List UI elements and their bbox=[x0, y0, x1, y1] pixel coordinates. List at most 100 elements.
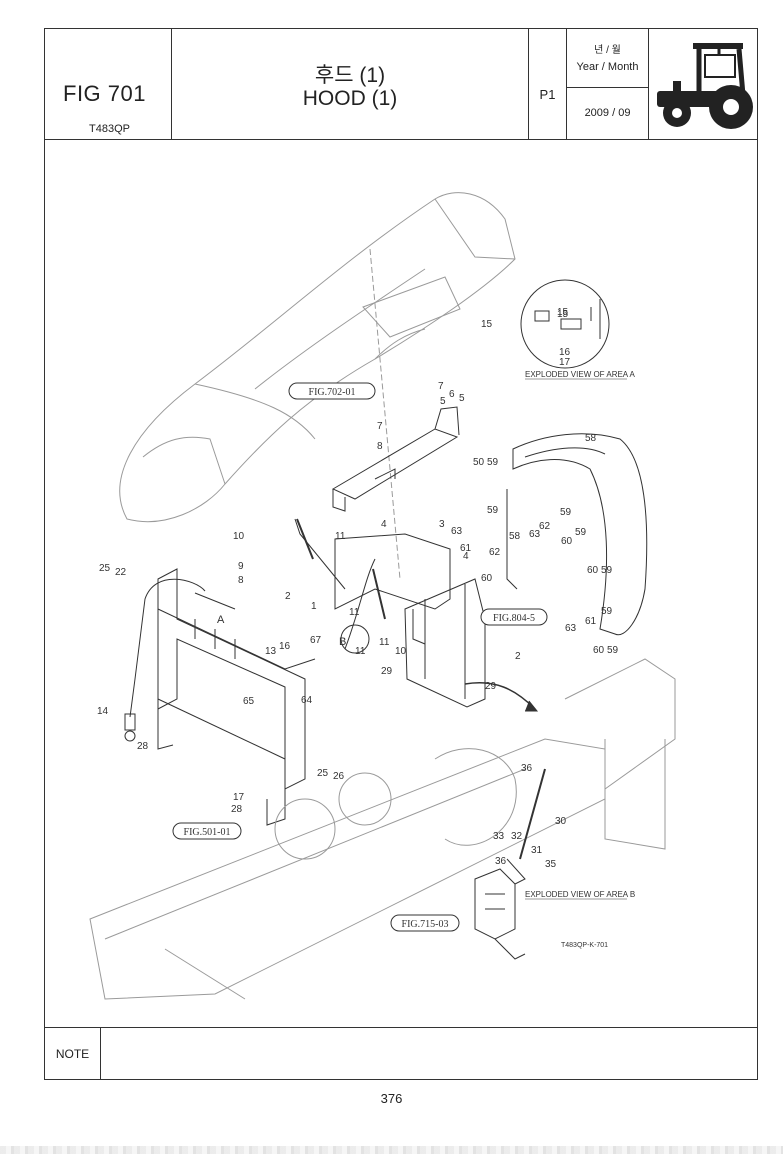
callout: 8 bbox=[377, 441, 383, 452]
callout: 63 bbox=[565, 623, 577, 634]
page-number: 376 bbox=[380, 1091, 403, 1106]
callout: 15 bbox=[481, 319, 493, 330]
callout: 62 bbox=[489, 547, 501, 558]
callout: 28 bbox=[137, 741, 149, 752]
callout: 61 bbox=[460, 543, 472, 554]
callout: 59 bbox=[601, 606, 613, 617]
callout: 63 bbox=[451, 526, 463, 537]
year-month-korean: 년 / 월 bbox=[594, 45, 621, 56]
callout: 32 bbox=[511, 831, 523, 842]
title-english: HOOD (1) bbox=[302, 87, 398, 110]
exploded-parts-drawing: 7 5 6 5 8 7 10 11 4 3 4 9 8 2 1 11 11 11… bbox=[45, 139, 757, 1027]
fig-cell: FIG 701 T483QP bbox=[45, 29, 172, 139]
callout: 60 bbox=[481, 573, 493, 584]
callout: 62 bbox=[539, 521, 551, 532]
title-korean: 후드 (1) bbox=[314, 64, 386, 87]
callout-labels: 7 5 6 5 8 7 10 11 4 3 4 9 8 2 1 11 11 11… bbox=[97, 309, 619, 870]
support-bracket bbox=[404, 578, 486, 708]
page-code-cell: P1 bbox=[529, 29, 567, 139]
area-b-arrow bbox=[464, 682, 536, 710]
callout: 29 bbox=[485, 681, 497, 692]
callout: 14 bbox=[97, 706, 109, 717]
callout: 5 bbox=[440, 396, 446, 407]
callout: 50 bbox=[473, 457, 485, 468]
callout: 7 bbox=[438, 381, 444, 392]
callout: 25 bbox=[99, 563, 111, 574]
callout: 26 bbox=[333, 771, 345, 782]
title-cell: 후드 (1) HOOD (1) bbox=[172, 29, 529, 139]
callout: 10 bbox=[395, 646, 407, 657]
exploded-view-a bbox=[520, 279, 610, 369]
callout: 17 bbox=[559, 357, 571, 368]
marker-b: B bbox=[339, 636, 346, 648]
frame-left bbox=[157, 568, 316, 826]
callout: 31 bbox=[531, 845, 543, 856]
ref-fig-804-5: FIG.804-5 bbox=[493, 613, 535, 624]
callout: 63 bbox=[529, 529, 541, 540]
callout: 22 bbox=[115, 567, 127, 578]
callout: 25 bbox=[317, 768, 329, 779]
tractor-icon bbox=[657, 43, 753, 129]
date-cell: 년 / 월 Year / Month 2009 / 09 bbox=[567, 29, 649, 139]
tractor-thumbnail-cell bbox=[649, 29, 759, 139]
date-divider bbox=[567, 87, 648, 88]
callout: 9 bbox=[238, 561, 244, 572]
callout: 35 bbox=[545, 859, 557, 870]
captions: EXPLODED VIEW OF AREA A EXPLODED VIEW OF… bbox=[525, 370, 635, 949]
fig-number: FIG 701 bbox=[63, 81, 146, 106]
callout: 10 bbox=[233, 531, 245, 542]
callout: 59 bbox=[575, 527, 587, 538]
model-code: T483QP bbox=[89, 123, 130, 135]
callout-15: 15 bbox=[557, 307, 569, 318]
callout: 36 bbox=[495, 856, 507, 867]
callout: 33 bbox=[493, 831, 505, 842]
area-markers: A B bbox=[217, 614, 346, 648]
callout: 1 bbox=[311, 601, 317, 612]
callout: 60 bbox=[561, 536, 573, 547]
hinge-assembly bbox=[294, 406, 460, 654]
callout: 2 bbox=[285, 591, 291, 602]
caption-area-a: EXPLODED VIEW OF AREA A bbox=[525, 370, 635, 379]
ref-fig-715-03: FIG.715-03 bbox=[402, 919, 449, 930]
callout: 2 bbox=[515, 651, 521, 662]
drawing-code: T483QP-K-701 bbox=[561, 942, 608, 949]
callout: 4 bbox=[463, 551, 469, 562]
exploded-view-b bbox=[474, 868, 526, 960]
header-block: FIG 701 T483QP 후드 (1) HOOD (1) P1 년 / 월 … bbox=[45, 29, 757, 140]
callout: 36 bbox=[521, 763, 533, 774]
callout: 7 bbox=[377, 421, 383, 432]
callout: 11 bbox=[349, 607, 360, 618]
callout: 60 bbox=[587, 565, 599, 576]
release-cable bbox=[124, 578, 236, 742]
callout: 13 bbox=[265, 646, 277, 657]
parts-sheet: FIG 701 T483QP 후드 (1) HOOD (1) P1 년 / 월 … bbox=[44, 28, 758, 1080]
callout: 16 bbox=[559, 347, 571, 358]
fender bbox=[506, 433, 648, 636]
callout: 11 bbox=[335, 531, 346, 542]
ref-fig-702-01: FIG.702-01 bbox=[309, 387, 356, 398]
marker-a: A bbox=[217, 614, 225, 626]
callout: 11 bbox=[355, 646, 366, 657]
page-code: P1 bbox=[539, 87, 556, 102]
callout: 6 bbox=[449, 389, 455, 400]
callout: 15 bbox=[557, 309, 569, 320]
callout: 58 bbox=[585, 433, 597, 444]
callout: 65 bbox=[243, 696, 255, 707]
callout: 8 bbox=[238, 575, 244, 586]
callout: 61 bbox=[585, 616, 597, 627]
callout: 4 bbox=[381, 519, 387, 530]
callout: 59 bbox=[607, 645, 619, 656]
callout: 30 bbox=[555, 816, 567, 827]
callout: 67 bbox=[310, 635, 322, 646]
callout: 59 bbox=[487, 457, 499, 468]
callout: 59 bbox=[487, 505, 499, 516]
callout: 5 bbox=[459, 393, 465, 404]
callout: 28 bbox=[231, 804, 243, 815]
year-month-english: Year / Month bbox=[576, 61, 639, 73]
callout: 3 bbox=[439, 519, 445, 530]
callout: 17 bbox=[233, 792, 245, 803]
callout: 58 bbox=[509, 531, 521, 542]
callout: 64 bbox=[301, 695, 313, 706]
scan-artifact-strip bbox=[0, 1146, 783, 1154]
year-month-value: 2009 / 09 bbox=[584, 107, 631, 119]
